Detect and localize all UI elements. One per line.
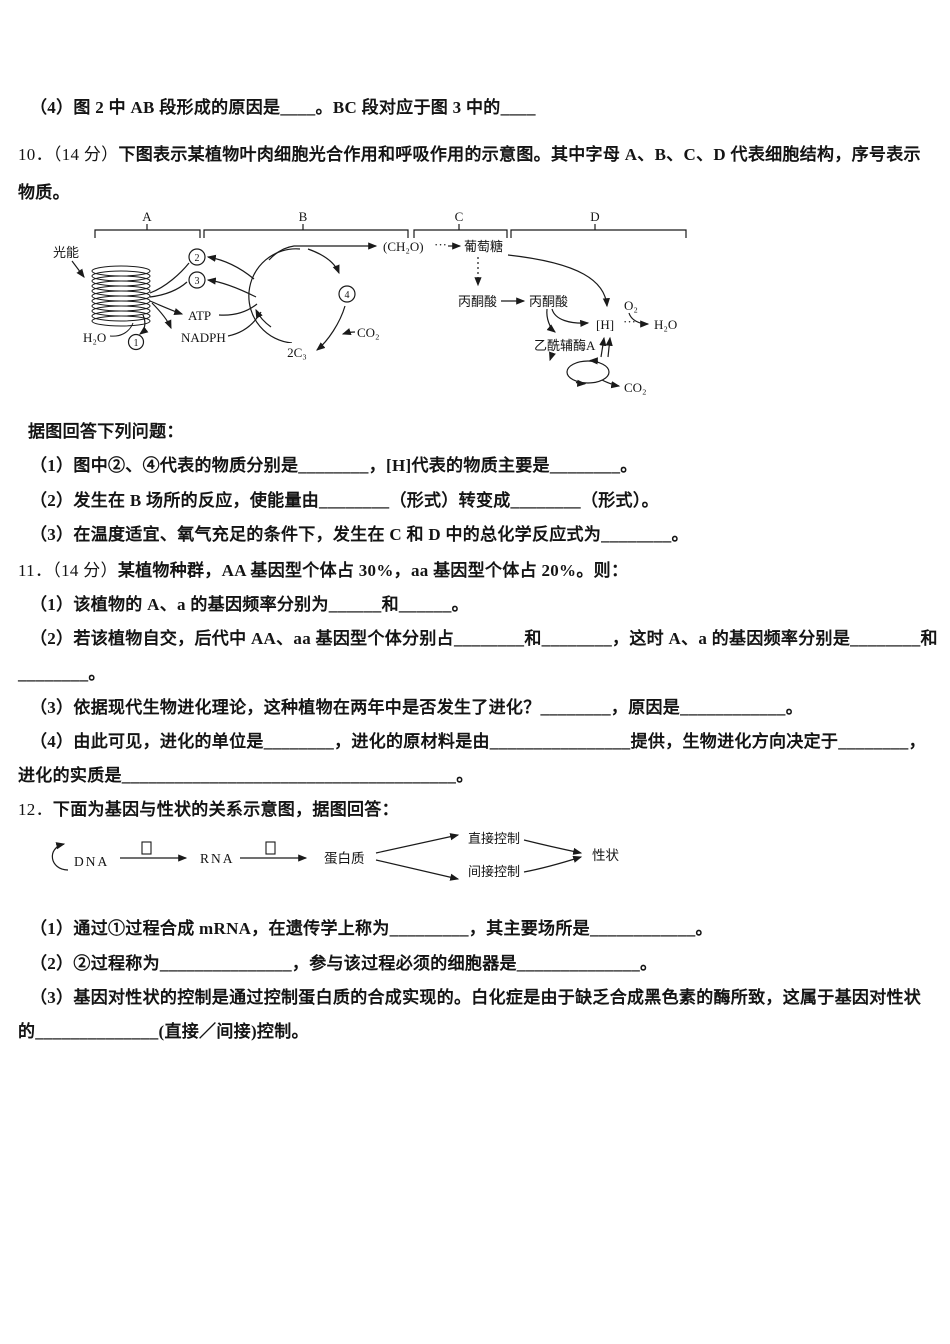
circled-number-3: 3 <box>188 271 206 289</box>
protein-label: 蛋白质 <box>324 851 365 866</box>
circled-number-4 <box>338 285 356 303</box>
question-line-q12-1: （1）通过①过程合成 mRNA，在遗传学上称为_________，其主要场所是_… <box>30 919 713 938</box>
process-2-box <box>265 841 276 855</box>
section-label-a: A <box>142 209 152 224</box>
pyruvate-to-acetyl-arrow <box>546 308 556 333</box>
co2-in-label: CO₂ <box>357 325 380 340</box>
light-output-arrow <box>151 302 172 330</box>
o2-label: O₂ <box>624 298 638 313</box>
question-line-q11-2: （2）若该植物自交，后代中 AA、aa 基因型个体分别占________和___… <box>30 629 938 648</box>
arrow-to-atp <box>149 300 184 315</box>
question-line-q12-3b: 的______________(直接／间接)控制。 <box>18 1022 309 1041</box>
svg-text:1: 1 <box>134 338 139 349</box>
section-label-b: B <box>299 209 308 224</box>
question-line-q10-3: （3）在温度适宜、氧气充足的条件下，发生在 C 和 D 中的总化学反应式为___… <box>30 525 689 544</box>
dots: ··· <box>434 237 447 252</box>
question-line-q12-intro: 12．下面为基因与性状的关系示意图，据图回答： <box>18 795 399 820</box>
question-line-q11-4b: 进化的实质是__________________________________… <box>18 766 474 785</box>
co2-out-label: CO₂ <box>624 380 647 395</box>
acetyl-to-cycle-arrow <box>549 351 556 362</box>
atp-to-cycle <box>218 303 258 316</box>
c3-label: 2C₃ <box>287 345 307 360</box>
pyruvate1-label: 丙酮酸 <box>458 294 497 309</box>
rna-label: RNA <box>200 851 235 866</box>
question-line-q10-1: （1）图中②、④代表的物质分别是________，[H]代表的物质主要是____… <box>30 456 638 475</box>
water-input-label: H₂O <box>83 330 106 345</box>
trait-label: 性状 <box>592 848 620 863</box>
curve-to-3 <box>149 281 188 298</box>
co2-in-arrow <box>341 328 356 335</box>
question-text: 下面为基因与性状的关系示意图，据图回答： <box>52 800 399 819</box>
indirect-control-arrow <box>375 859 460 881</box>
nadph-to-cycle <box>227 311 262 337</box>
question-text: 某植物种群，AA 基因型个体占 30%，aa 基因型个体占 20%。则： <box>117 561 629 580</box>
direct-control-label: 直接控制 <box>468 831 520 846</box>
question-text: 下图表示某植物叶肉细胞光合作用和呼吸作用的示意图。其中字母 A、B、C、D 代表… <box>118 145 921 164</box>
question-line-q9-4: （4）图 2 中 AB 段形成的原因是____。BC 段对应于图 3 中的___… <box>30 98 536 117</box>
thylakoid-stack <box>91 265 151 337</box>
question-number: 10．（14 分） <box>18 145 119 164</box>
process-1-box <box>141 841 152 855</box>
svg-text:2: 2 <box>195 253 200 264</box>
question-line-q10-2: （2）发生在 B 场所的反应，使能量由________（形式）转变成______… <box>30 491 659 510</box>
gene-trait-diagram: DNA RNA 蛋白质 直接控制 间接控制 性状 <box>51 831 620 881</box>
light-energy-label: 光能 <box>53 245 79 260</box>
question-line-q11-3: （3）依据现代生物进化理论，这种植物在两年中是否发生了进化？________，原… <box>30 698 803 717</box>
indirect-to-trait-arrow <box>523 855 583 873</box>
section-brackets: A B C D <box>94 209 687 238</box>
section-label-c: C <box>455 209 464 224</box>
question-line-q11-intro: 11．（14 分）某植物种群，AA 基因型个体占 30%，aa 基因型个体占 2… <box>18 556 628 581</box>
dna-label: DNA <box>74 854 109 869</box>
o2-arrow <box>628 312 650 328</box>
glucose-to-h-arrow <box>507 254 610 308</box>
co2-out-arrow <box>601 379 621 389</box>
arrow-into-2 <box>206 254 255 280</box>
atp-label: ATP <box>188 308 211 323</box>
section-label-d: D <box>590 209 599 224</box>
curve-to-2 <box>149 262 190 294</box>
question-line-q10-intro: 10．（14 分）下图表示某植物叶肉细胞光合作用和呼吸作用的示意图。其中字母 A… <box>18 140 921 165</box>
ch2o-label: (CH₂O) <box>383 239 424 254</box>
light-arrow <box>71 260 85 278</box>
h-carrier-label: [H] <box>596 317 614 332</box>
question-line-q11-2b: ________。 <box>18 664 106 683</box>
svg-text:4: 4 <box>345 290 350 301</box>
question-line-q11-4: （4）由此可见，进化的单位是________，进化的原材料是由_________… <box>30 732 926 751</box>
arrow-into-3 <box>206 277 257 298</box>
acetyl-coa-label: 乙酰辅酶A <box>534 338 596 353</box>
cycle-to-h-arrow <box>605 336 613 358</box>
pyruvate2-label: 丙酮酸 <box>529 294 568 309</box>
circled-number-2: 2 <box>188 248 206 266</box>
question-line-q10-prompt: 据图回答下列问题： <box>28 422 184 441</box>
question-number: 12． <box>18 800 53 819</box>
question-line-q12-2: （2）②过程称为_______________，参与该过程必须的细胞器是____… <box>30 954 658 973</box>
nadph-label: NADPH <box>181 330 226 345</box>
cycle-to-h-arrow <box>599 336 607 358</box>
photosynthesis-respiration-diagram: A B C D 光能 H₂O 1 <box>53 209 687 395</box>
calvin-cycle: 4 CO₂ 2C₃ <box>248 242 380 360</box>
indirect-control-label: 间接控制 <box>468 864 520 879</box>
question-number: 11．（14 分） <box>18 561 118 580</box>
question-line-q12-3: （3）基因对性状的控制是通过控制蛋白质的合成实现的。白化症是由于缺乏合成黑色素的… <box>30 988 922 1007</box>
water-output-label: H₂O <box>654 317 677 332</box>
dna-replication-loop <box>51 842 69 871</box>
circled-number-1: 1 <box>127 314 149 351</box>
question-line-q10-intro2: 物质。 <box>18 183 70 202</box>
krebs-cycle: CO₂ <box>566 336 647 395</box>
pyruvate-to-h-arrow <box>551 308 590 328</box>
question-line-q11-1: （1）该植物的 A、a 的基因频率分别为______和______。 <box>30 595 469 614</box>
glucose-label: 葡萄糖 <box>464 239 503 254</box>
direct-control-arrow <box>375 833 460 854</box>
dots: ··· <box>623 314 636 329</box>
direct-to-trait-arrow <box>523 839 583 855</box>
svg-text:3: 3 <box>195 276 200 287</box>
